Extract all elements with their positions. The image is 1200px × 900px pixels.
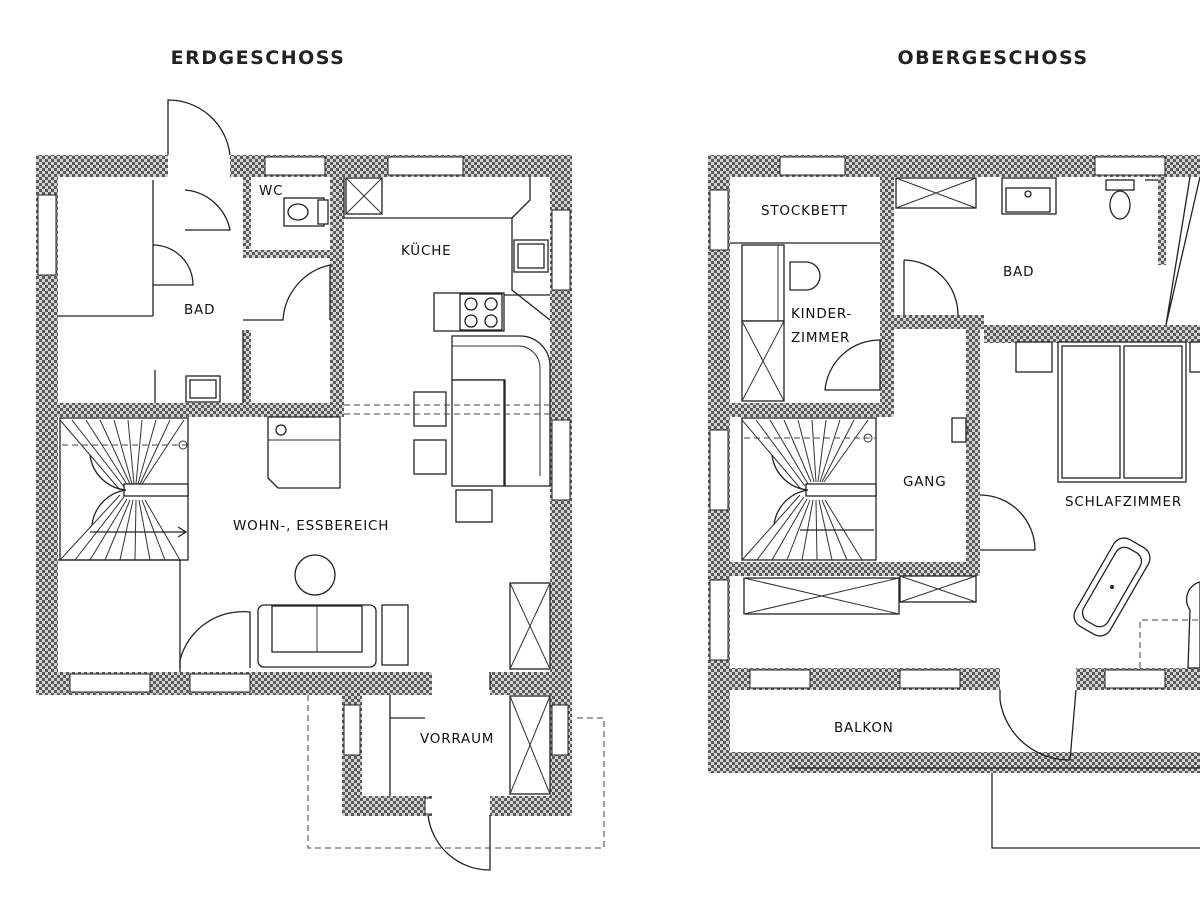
room-label-balkon: BALKON <box>834 720 894 736</box>
upper-inner-walls <box>730 177 1200 576</box>
upper-staircase <box>741 417 877 561</box>
upper-floor-plan: STOCKBETT BAD KINDER- ZIMMER GANG SCHLAF… <box>708 155 1200 849</box>
dining-corner-bench <box>413 335 551 523</box>
ground-door-swings <box>152 99 491 871</box>
room-label-stockbett: STOCKBETT <box>761 203 848 219</box>
bunk-bed <box>730 242 880 402</box>
ground-floor-plan: WC KÜCHE BAD WOHN-, ESSBEREICH VORRAUM <box>36 99 605 871</box>
upper-windows <box>709 156 1166 689</box>
kitchen-counters <box>343 177 551 332</box>
room-label-vorraum: VORRAUM <box>420 731 494 747</box>
bedroom-shower <box>1185 581 1200 669</box>
ground-floor-title: ERDGESCHOSS <box>171 47 346 69</box>
ground-staircase <box>59 417 189 561</box>
ground-wardrobe-2 <box>509 695 551 795</box>
ground-door-openings <box>168 154 490 817</box>
stove-island <box>267 416 341 489</box>
balcony-door-opening <box>1000 667 1076 691</box>
room-label-gang: GANG <box>903 474 946 490</box>
upper-bath-fixtures <box>895 176 1200 326</box>
room-label-schlafzimmer: SCHLAFZIMMER <box>1065 494 1182 510</box>
balcony-floor <box>730 690 1200 752</box>
gang-niche <box>951 417 967 443</box>
ground-wardrobe-1 <box>509 582 551 670</box>
room-label-kinderzimmer-1: KINDER- <box>791 306 852 322</box>
double-bed <box>1015 341 1200 483</box>
room-label-kinderzimmer-2: ZIMMER <box>791 330 850 346</box>
bedroom-dashed-line <box>1139 619 1200 668</box>
sofa <box>257 604 409 668</box>
room-label-wohn: WOHN-, ESSBEREICH <box>233 518 389 534</box>
upper-door-swings <box>824 259 1077 761</box>
entrance-canopy <box>307 695 605 849</box>
room-label-kueche: KÜCHE <box>401 241 451 259</box>
upper-floor-title: OBERGESCHOSS <box>897 47 1088 69</box>
freestanding-bathtub <box>1073 537 1151 637</box>
room-label-wc: WC <box>259 183 283 199</box>
wc-toilet-fixture <box>283 197 329 227</box>
room-label-upper-bad: BAD <box>1003 264 1034 280</box>
round-table <box>294 554 336 596</box>
bad-washbasin <box>185 375 221 403</box>
ground-inner-walls <box>58 177 344 417</box>
balcony-support <box>991 773 1200 849</box>
room-label-bad: BAD <box>184 302 215 318</box>
upper-storage <box>743 575 977 615</box>
